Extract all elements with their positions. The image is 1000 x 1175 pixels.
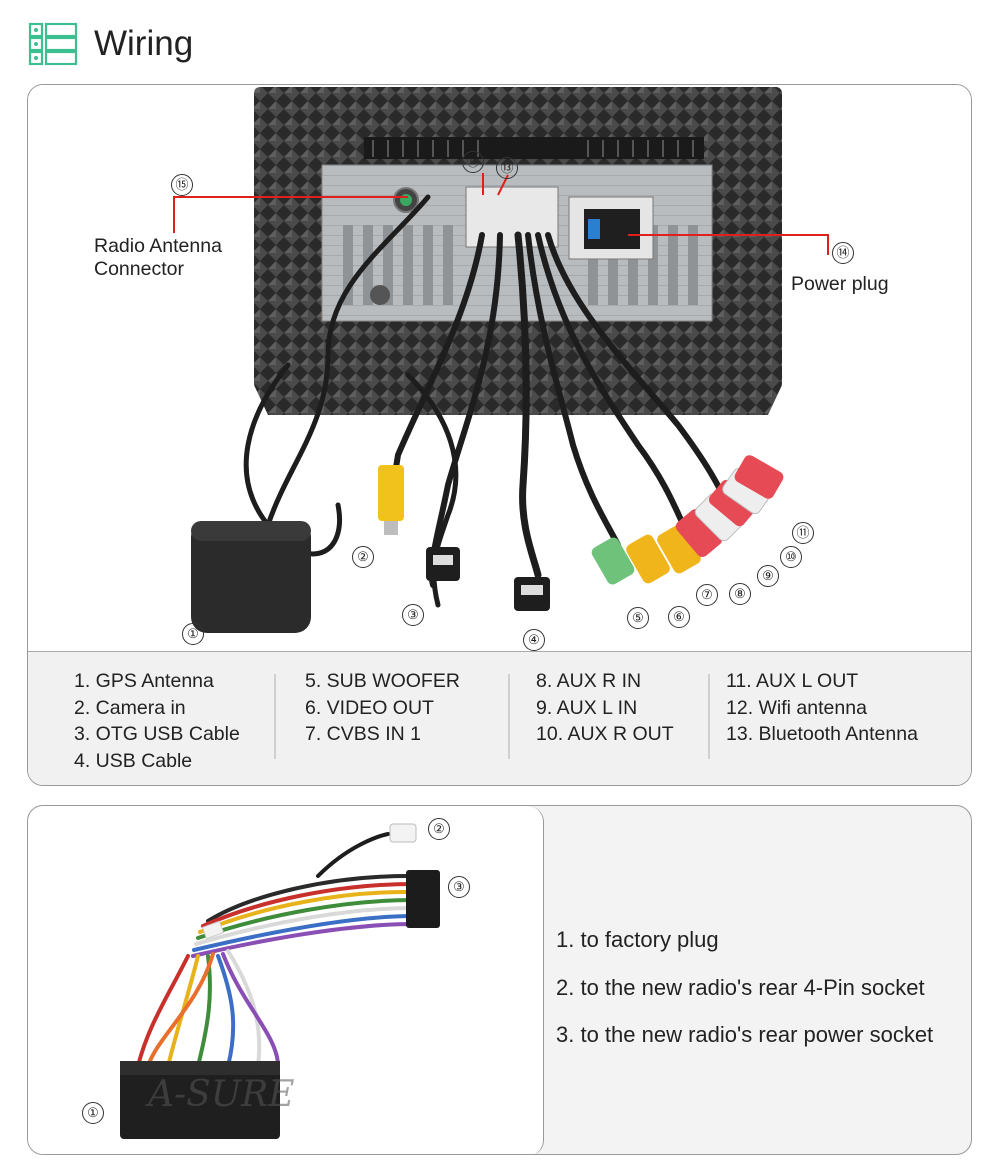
power-plug-label: Power plug [791, 273, 889, 295]
radio-rear-illustration [173, 87, 829, 633]
legend-item: 5. SUB WOOFER [305, 670, 460, 692]
harness-steps: 1. to factory plug 2. to the new radio's… [556, 916, 933, 1059]
wiring-legend: 1. GPS Antenna 2. Camera in 3. OTG USB C… [28, 651, 971, 785]
callout-number-3: ③ [448, 876, 470, 898]
callout-number-2: ② [352, 546, 374, 568]
harness-photo: A-SURE [28, 806, 544, 1154]
callout-number-6: ⑥ [668, 606, 690, 628]
legend-item: 7. CVBS IN 1 [305, 723, 421, 745]
legend-item: 11. AUX L OUT [726, 670, 859, 692]
callout-number-4: ④ [523, 629, 545, 651]
radio-antenna-label: Radio Antenna Connector [94, 235, 222, 280]
legend-column-4: 11. AUX L OUT 12. Wifi antenna 13. Bluet… [726, 668, 918, 748]
callout-number-15: ⑮ [171, 174, 193, 196]
legend-item: 10. AUX R OUT [536, 723, 674, 745]
harness-panel: A-SURE ② ③ ① 1. to factory plug 2. to th… [27, 805, 972, 1155]
callout-number-3: ③ [402, 604, 424, 626]
callout-number-11: ⑪ [792, 522, 814, 544]
wiring-panel: ⑮ Radio Antenna Connector ⑫ ⑬ ⑭ Power pl… [27, 84, 972, 786]
page-header: Wiring [28, 22, 193, 66]
legend-item: 9. AUX L IN [536, 696, 638, 719]
callout-number-1: ① [82, 1102, 104, 1124]
legend-column-3: 8. AUX R IN 9. AUX L IN 10. AUX R OUT [536, 668, 674, 748]
callout-number-5: ⑤ [627, 607, 649, 629]
harness-illustration: A-SURE [120, 823, 440, 1139]
legend-column-2: 5. SUB WOOFER 6. VIDEO OUT 7. CVBS IN 1 [305, 668, 460, 748]
callout-number-1: ① [182, 623, 204, 645]
step-item: 3. to the new radio's rear power socket [556, 1022, 934, 1047]
legend-divider [708, 674, 710, 759]
legend-divider [508, 674, 510, 759]
legend-item: 2. Camera in [74, 696, 186, 719]
callout-number-13: ⑬ [496, 157, 518, 179]
list-icon [28, 22, 78, 66]
callout-number-14: ⑭ [832, 242, 854, 264]
legend-item: 6. VIDEO OUT [305, 696, 434, 719]
callout-number-9: ⑨ [757, 565, 779, 587]
legend-item: 3. OTG USB Cable [74, 723, 240, 745]
legend-item: 12. Wifi antenna [726, 696, 867, 719]
legend-item: 13. Bluetooth Antenna [726, 723, 918, 745]
callout-number-8: ⑧ [729, 583, 751, 605]
callout-number-10: ⑩ [780, 546, 802, 568]
legend-item: 8. AUX R IN [536, 670, 642, 692]
legend-divider [274, 674, 276, 759]
legend-item: 1. GPS Antenna [74, 670, 214, 692]
callout-number-2: ② [428, 818, 450, 840]
legend-item: 4. USB Cable [74, 749, 193, 772]
watermark: A-SURE [145, 1074, 295, 1115]
callout-number-12: ⑫ [462, 151, 484, 173]
step-item: 1. to factory plug [556, 927, 719, 952]
legend-column-1: 1. GPS Antenna 2. Camera in 3. OTG USB C… [74, 668, 240, 774]
page-title: Wiring [94, 24, 194, 63]
callout-number-7: ⑦ [696, 584, 718, 606]
step-item: 2. to the new radio's rear 4-Pin socket [556, 974, 925, 1000]
